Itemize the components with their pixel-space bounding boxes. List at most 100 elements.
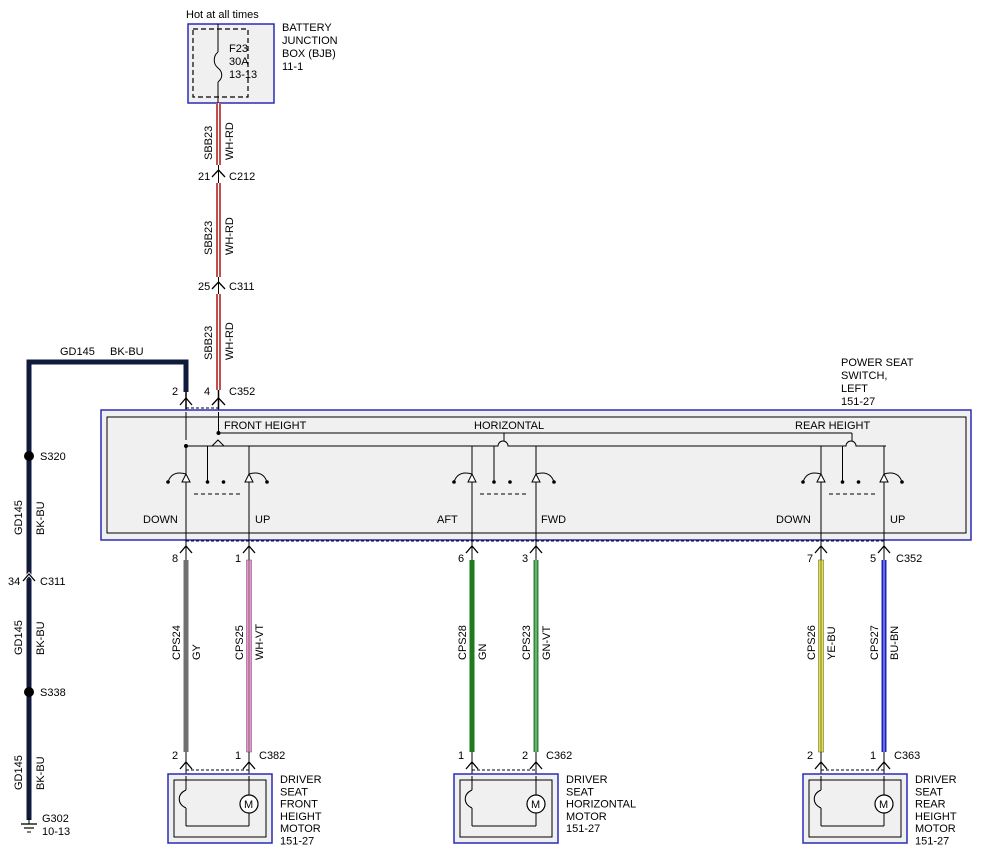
fuse-ref: 13-13	[229, 69, 257, 81]
c352-label: C352	[229, 386, 255, 398]
c212-pin: 21	[198, 171, 210, 183]
switch-title-line-1: POWER SEAT	[841, 357, 914, 369]
pin-bottom-label: 2	[522, 750, 528, 762]
label-fwd: FWD	[541, 514, 566, 526]
feed-wire-sbb23: SBB23 WH-RD SBB23 WH-RD SBB23 WH-RD 21 C…	[186, 103, 255, 412]
pin-bottom-label: 1	[235, 750, 241, 762]
wire-color-label: GY	[191, 643, 203, 660]
connector-pin-icon	[529, 761, 543, 770]
motor-title-line: DRIVER	[280, 774, 322, 786]
pin-bottom-label: 1	[870, 750, 876, 762]
motor-title-line: REAR	[915, 799, 946, 811]
c212-label: C212	[229, 171, 255, 183]
motor-symbol-label: M	[531, 799, 540, 811]
motor-brush-icon	[464, 789, 473, 809]
connector-pin-icon	[179, 761, 193, 770]
fuse-id: F23	[229, 43, 248, 55]
connector-pin-icon	[814, 761, 828, 770]
switch-contact-icon	[879, 446, 904, 541]
connector-pin-icon	[877, 761, 891, 770]
wire-circuit-label: CPS28	[457, 625, 469, 660]
ground-top-circuit: GD145	[60, 346, 95, 358]
feed-color-3: WH-RD	[224, 322, 236, 360]
switch-contact-icon	[801, 446, 826, 541]
motor-title-line: 151-27	[915, 836, 949, 848]
wire-color-label: WH-VT	[254, 624, 266, 660]
motor-symbol-label: M	[879, 799, 888, 811]
feed-circuit-3: SBB23	[203, 326, 215, 360]
splice-s338-label: S338	[40, 687, 66, 699]
switch-contact-icon	[452, 446, 477, 541]
pin-top-label: 5	[870, 553, 876, 565]
pin-bottom-label: 2	[807, 750, 813, 762]
ground-color-2: BK-BU	[35, 621, 47, 655]
section-front-height: FRONT HEIGHT	[224, 420, 307, 432]
feed-circuit-2: SBB23	[203, 221, 215, 255]
label-aft: AFT	[437, 514, 458, 526]
bjb-title-line-2: JUNCTION	[282, 35, 338, 47]
feed-circuit-1: SBB23	[203, 126, 215, 160]
motor-title-line: MOTOR	[915, 823, 956, 835]
label-rear-down: DOWN	[776, 514, 811, 526]
splice-s320-icon	[24, 451, 34, 461]
motor-title-line: HEIGHT	[915, 811, 957, 823]
wire-circuit-label: CPS26	[806, 625, 818, 660]
pin-top-label: 7	[807, 553, 813, 565]
ground-top-color: BK-BU	[110, 346, 144, 358]
c311-label: C311	[229, 281, 254, 293]
connector-pin-icon	[465, 761, 479, 770]
motor-title-line: HORIZONTAL	[566, 799, 636, 811]
motor-brush-icon	[178, 789, 187, 809]
wire-circuit-label: CPS27	[869, 625, 881, 660]
splice-s320-label: S320	[40, 451, 66, 463]
pin-bottom-label: 1	[458, 750, 464, 762]
switch-ref: 151-27	[841, 396, 875, 408]
wire-circuit-label: CPS25	[234, 625, 246, 660]
connector-pin-icon	[179, 545, 193, 554]
section-rear-height: REAR HEIGHT	[795, 420, 870, 432]
splice-s338-icon	[24, 687, 34, 697]
pin-top-label: 3	[522, 553, 528, 565]
motor-title-line: SEAT	[915, 786, 943, 798]
section-horizontal: HORIZONTAL	[474, 420, 544, 432]
ground-circuit-1: GD145	[13, 500, 25, 535]
ground-circuit-3: GD145	[13, 755, 25, 790]
feed-color-1: WH-RD	[224, 122, 236, 160]
motor-title-line: HEIGHT	[280, 811, 322, 823]
bjb-ref: 11-1	[282, 61, 303, 73]
motor-brush-icon	[813, 789, 822, 809]
motor-title-line: DRIVER	[566, 774, 608, 786]
motor-title-line: SEAT	[280, 786, 308, 798]
motor-title-line: SEAT	[566, 786, 594, 798]
connector-pin-icon	[242, 545, 256, 554]
pin-top-label: 6	[458, 553, 464, 565]
connector-pin-icon	[529, 545, 543, 554]
wire-color-label: GN	[477, 643, 489, 660]
connector-pin-icon	[877, 545, 891, 554]
motor-title-line: DRIVER	[915, 774, 957, 786]
label-rear-up: UP	[890, 514, 905, 526]
c352-ground-pin: 2	[172, 386, 178, 398]
label-front-down: DOWN	[143, 514, 178, 526]
wire-color-label: BU-BN	[889, 626, 901, 660]
motor-title-line: 151-27	[566, 823, 600, 835]
connector-pin-icon	[242, 761, 256, 770]
pin-bottom-label: 2	[172, 750, 178, 762]
ground-point-label: G302	[42, 813, 69, 825]
connector-c311-ground-icon	[22, 573, 36, 582]
switch-contacts	[166, 446, 904, 541]
c311-ground-label: C311	[40, 576, 65, 588]
switch-title-line-2: SWITCH,	[841, 370, 887, 382]
switch-contact-icon	[531, 446, 556, 541]
label-front-up: UP	[255, 514, 270, 526]
